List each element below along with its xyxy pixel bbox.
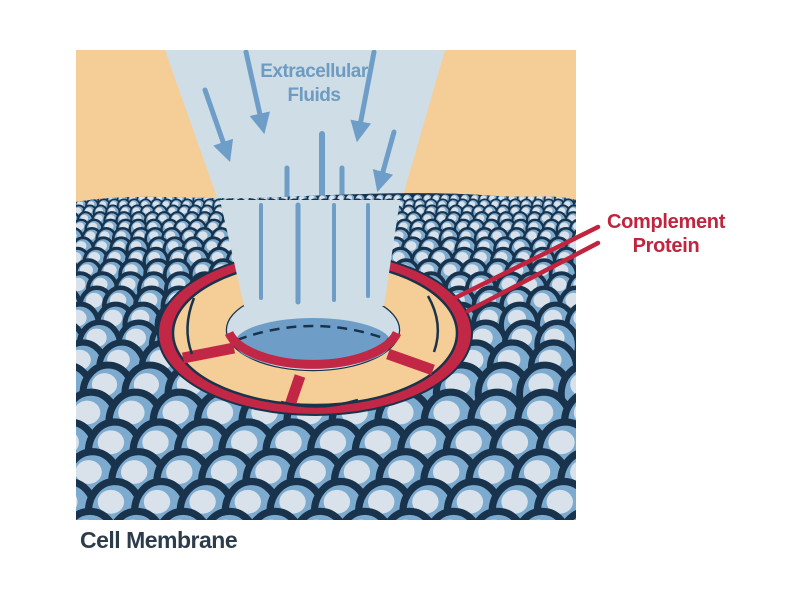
ring-seam-line [280,398,359,408]
extracellular-label-line2: Fluids [287,84,341,106]
ring-seam-line [186,297,196,355]
pore-inner-red-edge [224,330,402,369]
cell-membrane-label: Cell Membrane [80,527,238,553]
flow-arrows [202,50,397,205]
flow-arrow-icon [202,87,234,162]
ring-segment-gap [386,348,435,376]
membrane-illustration [76,50,576,520]
complement-label-line1: Complement [606,211,726,233]
pore-back-rim [236,324,390,342]
complement-protein-label: Complement Protein [586,210,746,258]
extracellular-fluids-label: Extracellular Fluids [228,60,400,108]
flow-arrow-icon [243,50,271,135]
flow-arrow-icon [372,129,397,193]
ring-segment-gap [181,342,236,364]
fluid-funnel [165,50,445,206]
fluid-column [220,200,400,306]
ring-segment-gap [283,374,306,410]
complement-protein-ring [157,200,473,416]
flow-arrow-icon [350,50,377,143]
extracellular-label-line1: Extracellular [260,61,368,82]
ring-seam-line [426,295,440,353]
complement-label-line2: Protein [632,235,700,257]
